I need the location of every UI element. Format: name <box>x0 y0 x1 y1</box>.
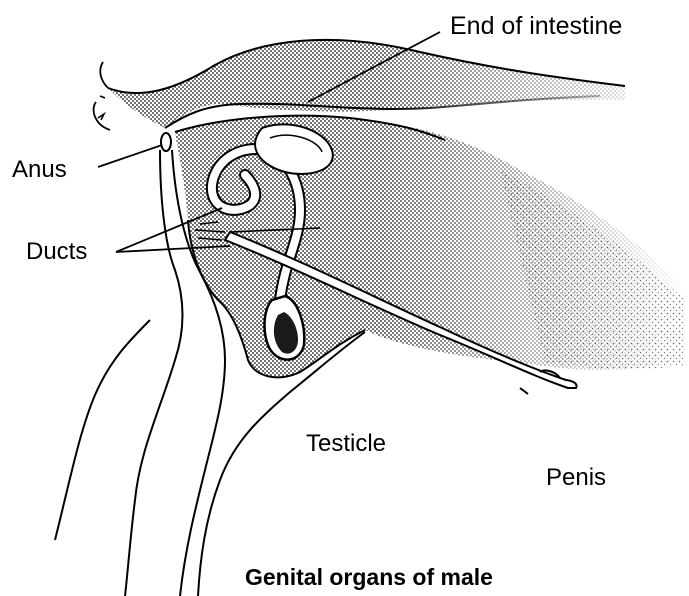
leader-anus <box>98 145 162 167</box>
anus-shape <box>161 133 171 151</box>
label-ducts: Ducts <box>26 240 87 264</box>
label-penis: Penis <box>546 466 606 490</box>
label-anus: Anus <box>12 158 67 182</box>
intestine-shape <box>94 40 625 130</box>
diagram-caption: Genital organs of male <box>245 566 493 589</box>
label-end-of-intestine: End of intestine <box>450 14 622 39</box>
label-testicle: Testicle <box>306 432 386 456</box>
